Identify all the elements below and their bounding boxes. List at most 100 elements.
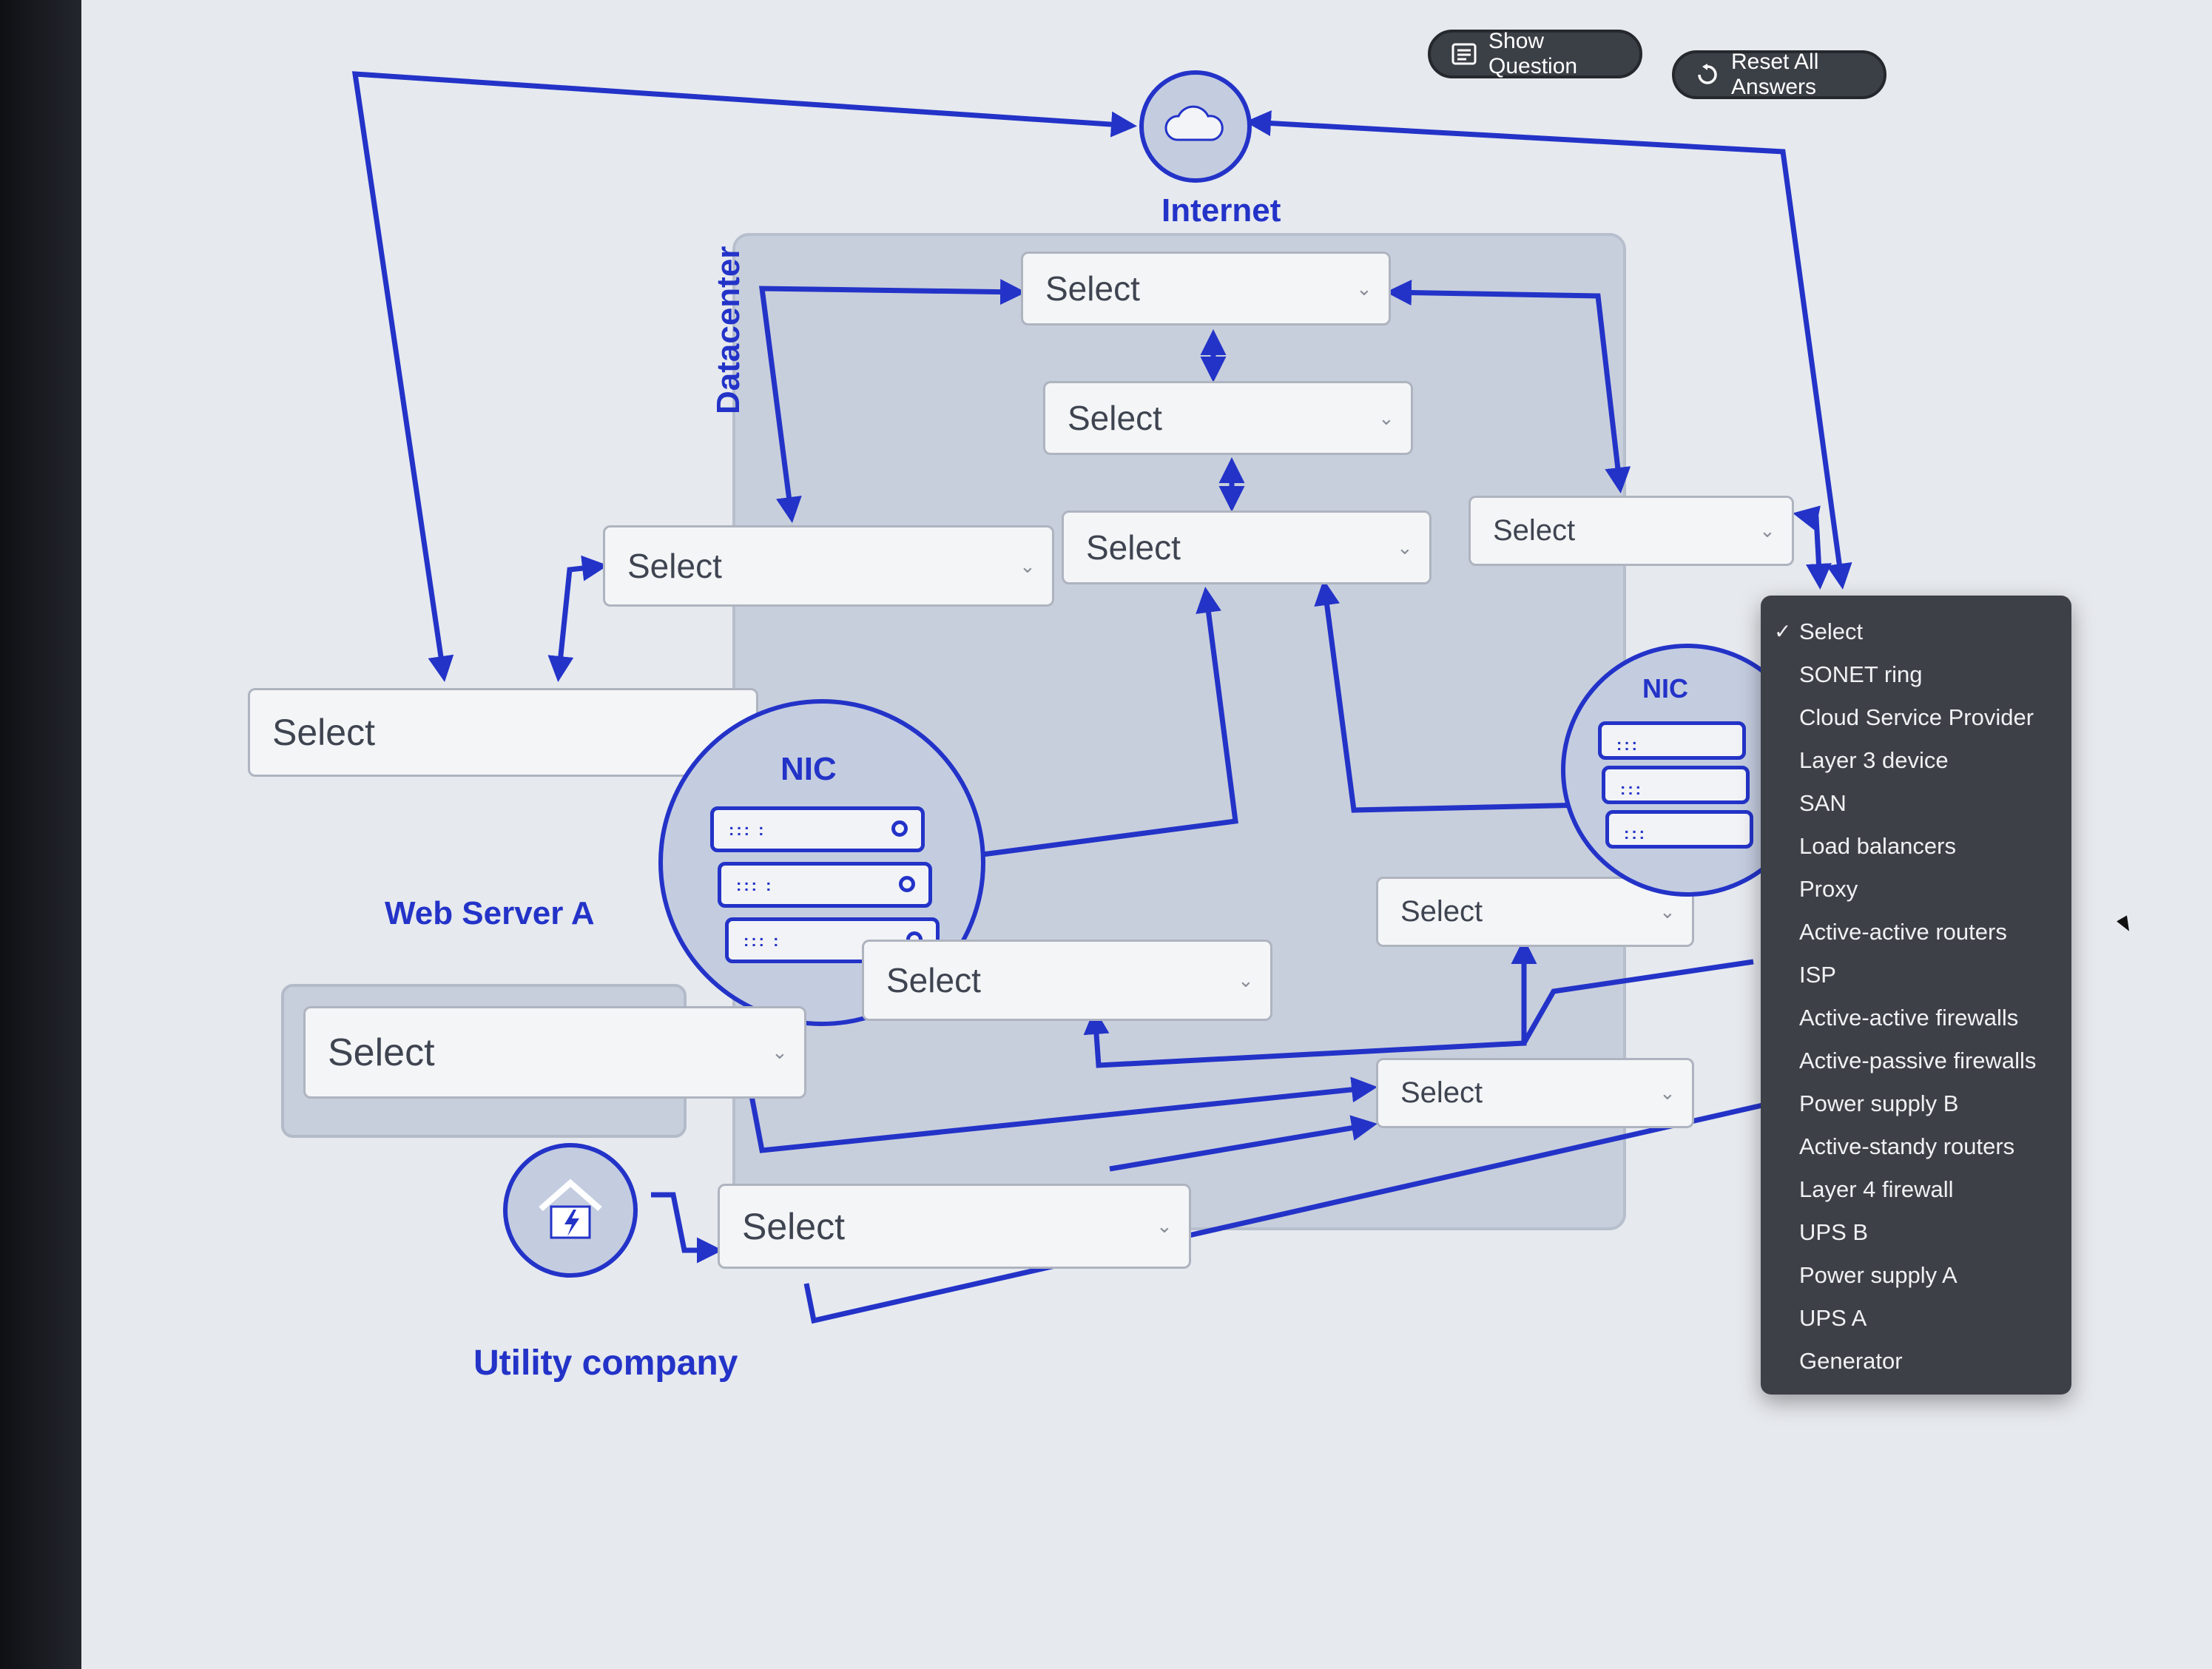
dropdown-option-label: SAN [1799,790,1847,816]
utility-company-label: Utility company [473,1343,738,1383]
dropdown-option-label: Active-active firewalls [1799,1005,2019,1031]
quiz-canvas: Datacenter [81,0,2212,1669]
dropdown-option[interactable]: Active-active routers [1761,911,2071,954]
internet-node [1139,70,1252,183]
dropdown-option-label: Generator [1799,1348,1903,1374]
chevron-down-icon: ⌄ [1397,536,1413,559]
dropdown-option-label: UPS A [1799,1305,1867,1331]
select-value: Select [272,712,375,753]
select-value: Select [1045,269,1140,308]
reset-all-answers-button[interactable]: Reset All Answers [1672,50,1886,99]
server-rack-icon: ::: [1602,766,1750,804]
select-ws-top[interactable]: Select⌄ [248,688,758,777]
dropdown-option-label: Active-active routers [1799,919,2007,945]
wire-top-to-left [759,279,1026,523]
dropdown-option-label: SONET ring [1799,661,1923,687]
chevron-down-icon: ⌄ [1378,406,1395,429]
dropdown-option-label: ISP [1799,962,1836,988]
wire-utility-bottom [803,1099,1776,1324]
utility-node [503,1143,638,1278]
select-value: Select [886,961,981,999]
chevron-down-icon: ⌄ [1019,554,1036,577]
dropdown-option-label: Power supply A [1799,1262,1958,1288]
select-value: Select [328,1031,435,1074]
nic-left-label: NIC [780,751,837,787]
cloud-icon [1162,103,1229,151]
select-utility-feed[interactable]: Select ⌄ [718,1184,1191,1269]
web-server-a-label: Web Server A [385,895,595,931]
wire-ws-bottom [1083,938,1537,1068]
dropdown-option-label: Power supply B [1799,1090,1959,1116]
select-ws-power[interactable]: Select⌄ [862,940,1272,1021]
connection-diagram [351,71,1852,1324]
wire-nic-to-center [954,587,1238,861]
select-value: Select [627,547,722,585]
dropdown-option-label: Load balancers [1799,833,1956,859]
select-value: Select [1400,895,1483,928]
dropdown-option-label: Active-passive firewalls [1799,1048,2037,1073]
wire-right-stub [1793,505,1832,590]
dropdown-option[interactable]: Cloud Service Provider [1761,696,2071,739]
select-dc-top[interactable]: Select ⌄ [1021,252,1391,326]
select-ws-bottom[interactable]: Select ⌄ [303,1006,806,1099]
chevron-down-icon: ⌄ [1659,900,1676,923]
chevron-down-icon: ⌄ [1156,1215,1173,1237]
select-dc-middle[interactable]: Select ⌄ [1043,381,1413,455]
monitor-bezel [0,0,81,1669]
select-value: Select [1400,1076,1483,1109]
select-dc-row3-center[interactable]: Select⌄ [1062,510,1432,584]
dropdown-option-label: Proxy [1799,876,1858,902]
wire-utility-right [1109,1115,1378,1172]
dropdown-option[interactable]: Proxy [1761,868,2071,911]
reset-icon [1696,62,1719,87]
select-value: Select [1493,514,1576,547]
dropdown-option-label: Select [1799,618,1864,644]
server-rack-icon: ::: : [710,806,925,852]
dropdown-option[interactable]: SAN [1761,782,2071,825]
select-dc-lower-right[interactable]: Select ⌄ [1376,877,1694,947]
wire-internet-to-right [1245,110,1852,590]
dropdown-option-label: Active-standy routers [1799,1133,2015,1159]
dropdown-option[interactable]: SONET ring [1761,653,2071,696]
dropdown-option[interactable]: Generator [1761,1340,2071,1383]
chevron-down-icon: ⌄ [1659,1082,1676,1104]
dropdown-option-label: Cloud Service Provider [1799,704,2034,730]
select-dc-row3-left[interactable]: Select ⌄ [603,525,1054,607]
dropdown-option[interactable]: Power supply A [1761,1254,2071,1297]
dropdown-option[interactable]: Active-active firewalls [1761,997,2071,1039]
dropdown-option[interactable]: Active-passive firewalls [1761,1039,2071,1082]
dropdown-option[interactable]: ✓ Select [1761,610,2071,653]
dropdown-option[interactable]: Layer 3 device [1761,739,2071,782]
wire-internet-to-ws [351,71,1137,682]
chevron-down-icon: ⌄ [1759,519,1776,542]
dropdown-option[interactable]: UPS B [1761,1211,2071,1254]
reset-all-answers-label: Reset All Answers [1731,50,1819,99]
select-dc-row3-right[interactable]: Select ⌄ [1469,496,1794,566]
wire-utility-to-select [651,1192,723,1264]
dropdown-option[interactable]: Load balancers [1761,825,2071,868]
wire-dc-lower [1521,959,1754,1045]
dropdown-option[interactable]: Layer 4 firewall [1761,1168,2071,1211]
dropdown-option[interactable]: Power supply B [1761,1082,2071,1125]
chevron-down-icon: ⌄ [1356,277,1372,300]
server-rack-icon: ::: [1598,721,1746,760]
chevron-down-icon: ⌄ [772,1041,788,1063]
wire-top-to-right [1386,280,1631,493]
document-icon [1451,41,1477,67]
select-dc-power-right[interactable]: Select ⌄ [1376,1058,1694,1128]
internet-label: Internet [1161,192,1281,229]
dropdown-option[interactable]: ISP [1761,954,2071,997]
server-rack-icon: ::: : [718,862,932,908]
show-question-label: Show Question [1488,29,1578,78]
select-value: Select [1068,399,1162,437]
show-question-button[interactable]: Show Question [1428,29,1642,78]
dropdown-option-label: Layer 3 device [1799,747,1949,773]
dropdown-option-label: Layer 4 firewall [1799,1176,1954,1202]
house-lightning-icon [533,1176,607,1246]
dropdown-option[interactable]: Active-standy routers [1761,1125,2071,1168]
dropdown-option[interactable]: UPS A [1761,1297,2071,1340]
wire-ws-power [738,1068,1378,1153]
checkmark-icon: ✓ [1774,620,1792,643]
select-value: Select [742,1205,845,1247]
